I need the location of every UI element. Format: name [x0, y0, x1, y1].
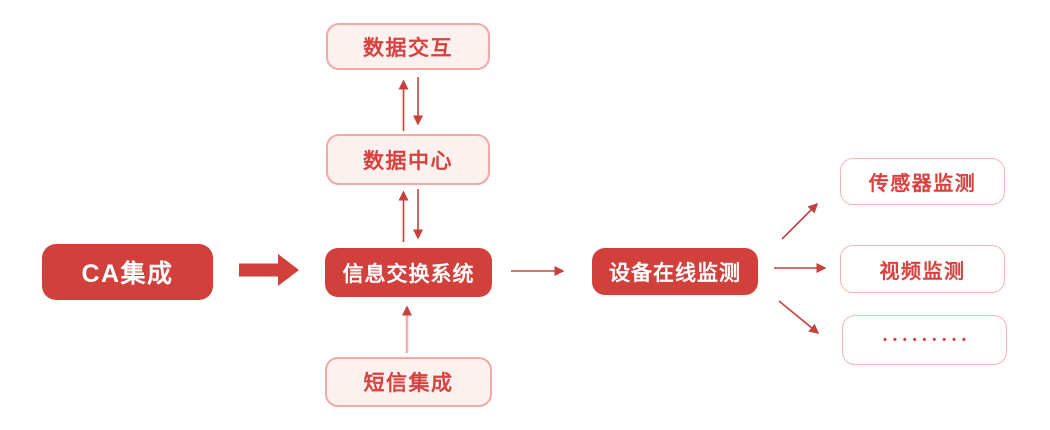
node-info-exchange-system: 信息交换系统 — [325, 248, 492, 297]
node-device-online-monitoring: 设备在线监测 — [592, 248, 758, 295]
node-label: 数据交互 — [363, 36, 453, 60]
node-label: 数据中心 — [363, 149, 453, 173]
node-more-items: ••••••••• — [842, 315, 1007, 365]
node-data-interaction: 数据交互 — [326, 23, 490, 70]
node-label: 设备在线监测 — [609, 261, 741, 285]
node-sensor-monitoring: 传感器监测 — [840, 158, 1005, 205]
node-label: 信息交换系统 — [342, 262, 475, 286]
edge-device-to-sensor — [781, 202, 819, 240]
node-sms-integration: 短信集成 — [325, 357, 492, 407]
edge-device-to-more — [778, 300, 820, 334]
node-label: ••••••••• — [883, 334, 972, 346]
node-data-center: 数据中心 — [326, 134, 490, 185]
node-label: 传感器监测 — [868, 173, 977, 195]
node-ca-integration: CA集成 — [42, 244, 213, 300]
edge-ca-to-info-block-arrow — [239, 254, 299, 286]
node-video-monitoring: 视频监测 — [840, 245, 1005, 293]
node-label: CA集成 — [81, 260, 174, 288]
node-label: 短信集成 — [363, 372, 454, 395]
node-label: 视频监测 — [879, 260, 966, 283]
